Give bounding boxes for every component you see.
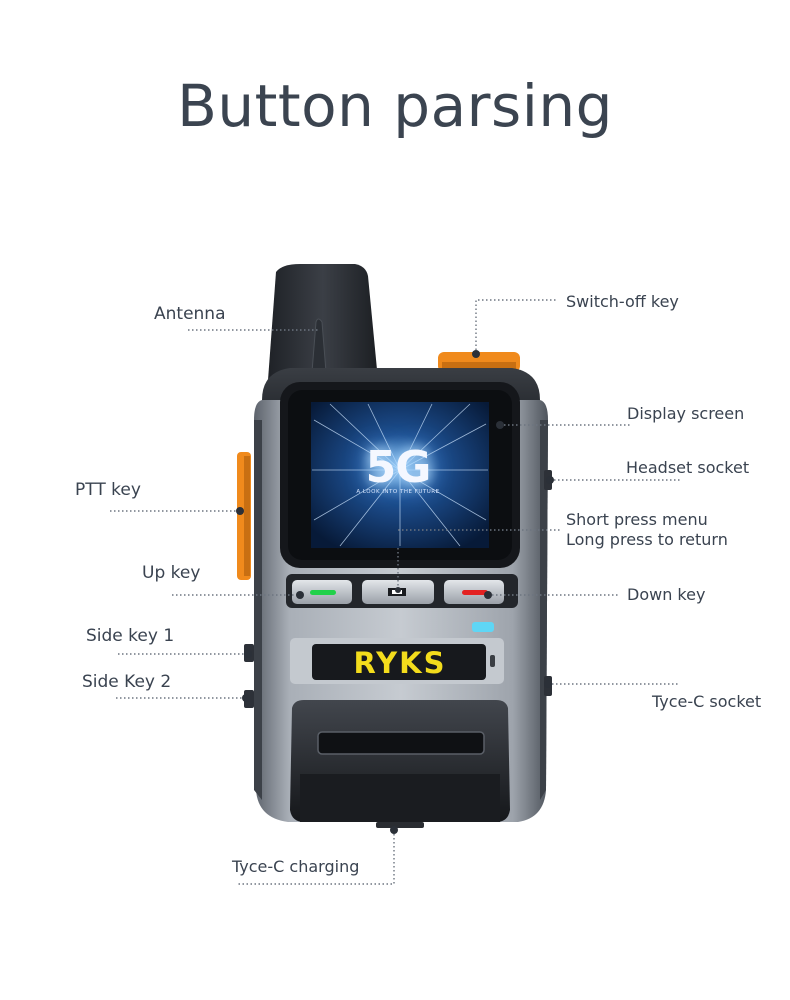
label-switch-off-key: Switch-off key [566,292,679,311]
antenna-shape [268,264,378,380]
green-led-icon [310,590,336,595]
label-ptt-key: PTT key [75,480,141,500]
brand-logo: RYKS [353,646,447,680]
screen-tagline: A LOOK INTO THE FUTURE [356,489,440,495]
screen-5g-text: 5G [365,442,432,493]
label-display-screen: Display screen [627,404,745,423]
label-short-long-press: Short press menu Long press to return [566,510,728,550]
label-side-key-2: Side Key 2 [82,672,172,692]
label-long-press-return: Long press to return [566,530,728,549]
label-up-key: Up key [142,563,201,583]
red-led-icon [462,590,488,595]
label-headset-socket: Headset socket [626,458,750,477]
page-title: Button parsing [177,72,613,140]
indicator-light [472,622,494,632]
label-antenna: Antenna [154,304,226,324]
label-side-key-1: Side key 1 [86,626,175,646]
label-tyce-c-charging: Tyce-C charging [232,857,360,876]
label-tyce-c-socket: Tyce-C socket [652,692,762,711]
label-down-key: Down key [627,585,706,604]
label-short-press-menu: Short press menu [566,510,708,529]
